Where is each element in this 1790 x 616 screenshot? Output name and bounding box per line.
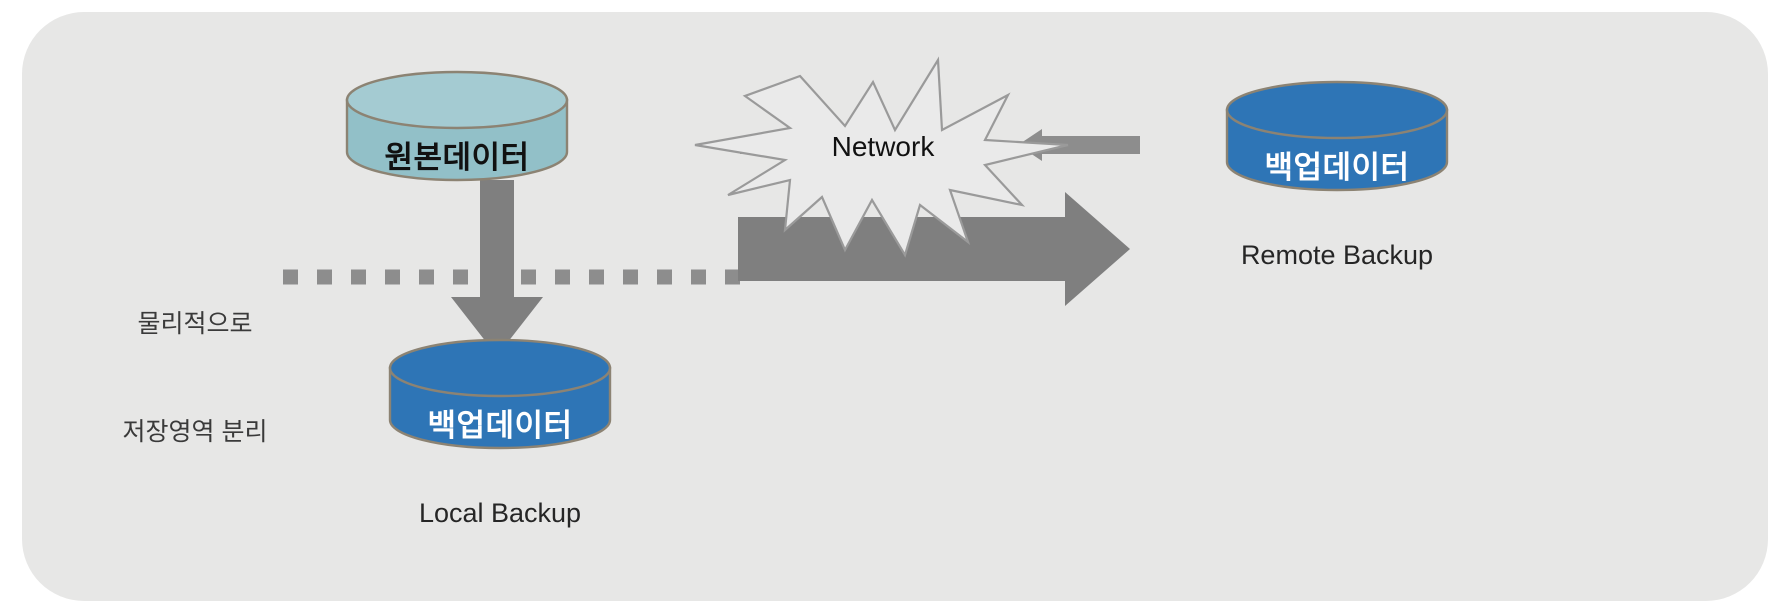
separation-note: 물리적으로 저장영역 분리 (55, 233, 335, 523)
background-panel (22, 12, 1768, 601)
arrow-out-of-network (1018, 129, 1140, 161)
arrow-source-to-local (451, 180, 543, 356)
local-backup-cylinder-label: 백업데이터 (427, 408, 573, 443)
cylinder-remote-backup (1225, 80, 1449, 192)
network-burst-shape (694, 56, 1069, 258)
remote-backup-cylinder-label: 백업데이터 (1264, 150, 1410, 185)
local-backup-caption: Local Backup (418, 498, 582, 528)
cylinder-local-backup (388, 338, 612, 450)
separation-note-line-1: 물리적으로 (137, 309, 253, 338)
source-cylinder-label: 원본데이터 (384, 140, 530, 175)
cylinder-source (345, 70, 569, 182)
network-label: Network (831, 131, 935, 162)
remote-backup-caption: Remote Backup (1240, 240, 1434, 270)
separation-note-line-2: 저장영역 분리 (122, 418, 268, 447)
